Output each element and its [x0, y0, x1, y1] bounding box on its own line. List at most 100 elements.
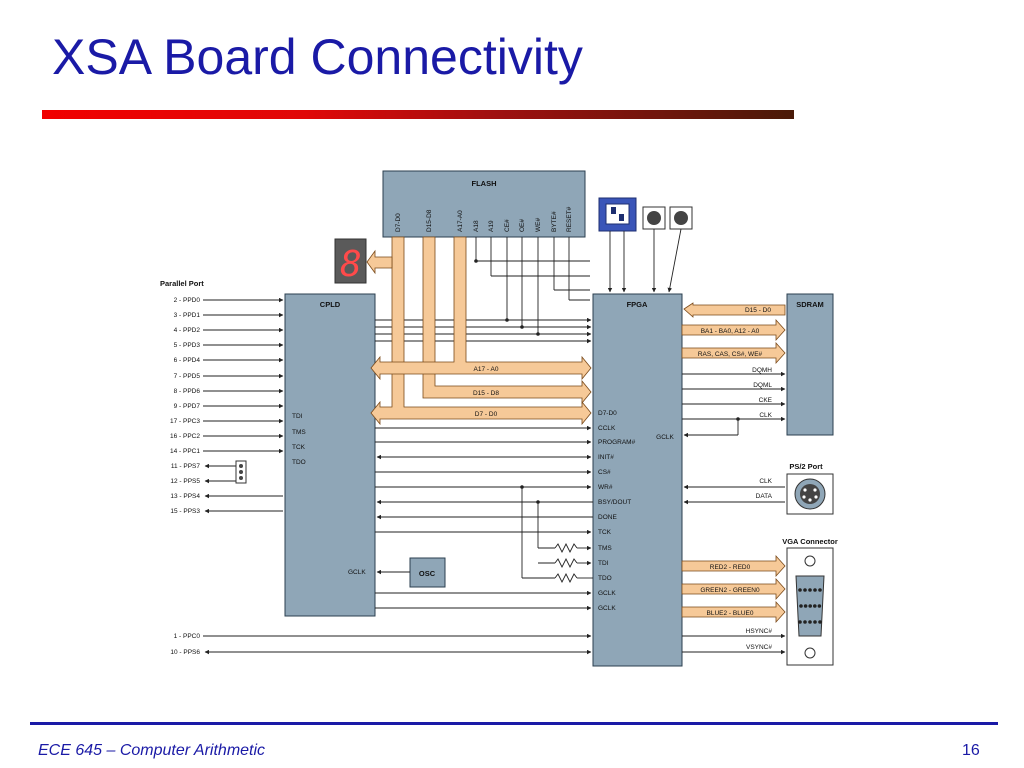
sig-label-hsync: HSYNC#: [746, 628, 773, 635]
fpga-block: FPGA GCLK: [592, 293, 683, 667]
bus-seven-seg: [366, 249, 393, 275]
flash-pin-reset: RESET#: [566, 206, 573, 232]
parallel-pin-1-ppc0: 1 - PPC0: [174, 633, 201, 640]
sdram-buses: [681, 302, 786, 365]
seven-segment-display: 8: [334, 238, 367, 285]
flash-pin-a18: A18: [473, 220, 480, 232]
fpga-pin-bsy-dout-6: BSY/DOUT: [598, 499, 631, 506]
fpga-pin-tdi-10: TDI: [598, 560, 609, 567]
fpga-pin-tms-9: TMS: [598, 545, 612, 552]
sig-label-dqmh: DQMH: [752, 367, 772, 374]
parallel-pin-17-ppc3: 17 - PPC3: [170, 418, 200, 425]
parallel-pin-15-pps3: 15 - PPS3: [170, 508, 200, 515]
title-underline-bar: [42, 110, 794, 119]
ps2-port: PS/2 Port: [786, 462, 834, 515]
vga-connector: VGA Connector: [782, 537, 838, 666]
fpga-pin-tck-8: TCK: [598, 529, 612, 536]
ps2-label: PS/2 Port: [789, 462, 823, 471]
footer-course-title: ECE 645 – Computer Arithmetic: [38, 742, 266, 759]
bus-label-green: GREEN2 - GREEN0: [700, 587, 760, 594]
footer-divider: [30, 722, 998, 725]
fpga-pin-gclk-13: GCLK: [598, 605, 616, 612]
cpld-pin-tck: TCK: [292, 444, 306, 451]
flash-pin-d7-d0: D7-D0: [395, 213, 402, 232]
sig-label-vsync: VSYNC#: [746, 644, 772, 651]
sdram-block: SDRAM: [786, 293, 834, 436]
parallel-pin-5-ppd3: 5 - PPD3: [174, 342, 201, 349]
bus-d7-d0: [370, 236, 592, 426]
page-number: 16: [962, 742, 980, 759]
jumper: [235, 460, 247, 484]
fpga-pin-wr-5: WR#: [598, 484, 613, 491]
parallel-pin-9-ppd7: 9 - PPD7: [174, 403, 201, 410]
bus-label-ras-cas: RAS, CAS, CS#, WE#: [698, 351, 763, 358]
fpga-pin-init-3: INIT#: [598, 454, 614, 461]
fpga-pin-tdo-11: TDO: [598, 575, 612, 582]
parallel-pin-14-ppc1: 14 - PPC1: [170, 448, 200, 455]
flash-pin-ce: CE#: [504, 219, 511, 232]
cpld-pin-gclk: GCLK: [348, 569, 366, 576]
parallel-port-pins: 2 - PPD0 3 - PPD1 4 - PPD2 5 - PPD3 6 - PPD4…: [170, 297, 284, 656]
vga-buses: [681, 554, 786, 624]
signal-wires: [203, 228, 786, 655]
flash-pin-a17-a0: A17-A0: [457, 210, 464, 232]
flash-pin-d15-d8: D15-D8: [426, 209, 433, 232]
fpga-gclk-label: GCLK: [656, 434, 674, 441]
parallel-pin-10-pps6: 10 - PPS6: [170, 649, 200, 656]
parallel-pin-7-ppd5: 7 - PPD5: [174, 373, 201, 380]
vga-pins: [798, 588, 822, 624]
sdram-label: SDRAM: [796, 300, 824, 309]
fpga-pin-gclk-12: GCLK: [598, 590, 616, 597]
bus-labels: A17 - A0 D15 - D8 D7 - D0 D15 - D0 BA1 -…: [473, 307, 773, 651]
osc-label: OSC: [419, 569, 436, 578]
fpga-label: FPGA: [627, 300, 648, 309]
sig-label-clk: CLK: [759, 412, 772, 419]
bus-a17-a0: [370, 236, 592, 381]
bus-label-d15-d8: D15 - D8: [473, 390, 499, 397]
push-button-1: [642, 206, 666, 230]
seven-segment-digit: 8: [340, 244, 362, 285]
parallel-pin-2-ppd0: 2 - PPD0: [174, 297, 201, 304]
fpga-pin-d7-d0-0: D7-D0: [598, 410, 617, 417]
cpld-pin-tdo: TDO: [292, 459, 306, 466]
parallel-pin-8-ppd6: 8 - PPD6: [174, 388, 201, 395]
parallel-pin-6-ppd4: 6 - PPD4: [174, 357, 201, 364]
parallel-pin-3-ppd1: 3 - PPD1: [174, 312, 201, 319]
sig-label-ps2-data: DATA: [756, 493, 773, 500]
bus-label-red: RED2 - RED0: [710, 564, 751, 571]
vga-label: VGA Connector: [782, 537, 838, 546]
fpga-pin-done-7: DONE: [598, 514, 617, 521]
bus-label-blue: BLUE2 - BLUE0: [707, 610, 754, 617]
cpld-label: CPLD: [320, 300, 341, 309]
bus-label-d15-d0: D15 - D0: [745, 307, 771, 314]
cpld-pin-tms: TMS: [292, 429, 306, 436]
flash-pin-oe: OE#: [519, 219, 526, 232]
bus-label-ba-a: BA1 - BA0, A12 - A0: [701, 328, 760, 335]
fpga-pin-program-2: PROGRAM#: [598, 439, 636, 446]
parallel-pin-4-ppd2: 4 - PPD2: [174, 327, 201, 334]
flash-data-buses: [366, 236, 592, 426]
bus-label-a17-a0: A17 - A0: [474, 366, 499, 373]
sig-label-dqml: DQML: [753, 382, 772, 389]
flash-block: FLASH: [382, 170, 586, 238]
fpga-pin-cs-4: CS#: [598, 469, 611, 476]
bus-label-d7-d0: D7 - D0: [475, 411, 498, 418]
dip-switch: [598, 197, 637, 232]
osc-block: OSC: [409, 557, 446, 588]
fpga-pin-cclk-1: CCLK: [598, 425, 616, 432]
bus-d15-d8: [422, 236, 592, 405]
slide-title: XSA Board Connectivity: [52, 29, 583, 85]
parallel-pin-12-pps5: 12 - PPS5: [170, 478, 200, 485]
parallel-pin-13-pps4: 13 - PPS4: [170, 493, 200, 500]
sig-label-ps2-clk: CLK: [759, 478, 772, 485]
parallel-pin-16-ppc2: 16 - PPC2: [170, 433, 200, 440]
parallel-pin-11-pps7: 11 - PPS7: [171, 463, 201, 470]
sig-label-cke: CKE: [759, 397, 773, 404]
flash-pin-byte: BYTE#: [551, 211, 558, 232]
cpld-block: CPLD: [284, 293, 376, 617]
flash-label: FLASH: [472, 179, 497, 188]
